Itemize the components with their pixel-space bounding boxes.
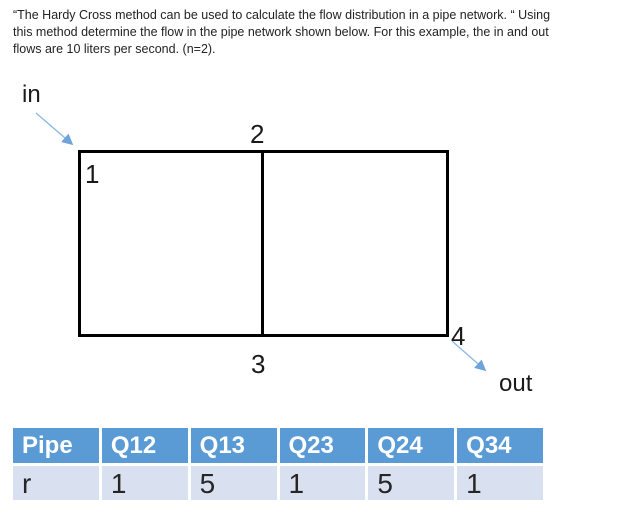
node-label-4: 4 [451,321,466,351]
node-label-2: 2 [250,119,265,149]
table-header-q24: Q24 [368,428,455,463]
problem-text-line-1: “The Hardy Cross method can be used to c… [13,8,551,22]
table-header-q23: Q23 [279,428,366,463]
outflow-label: out [499,370,533,397]
node-label-3: 3 [251,349,266,379]
table-header-q13: Q13 [190,428,277,463]
table-cell-r-q12: 1 [101,466,188,500]
table-header-pipe: Pipe [13,428,99,463]
table-cell-r-q23: 1 [279,466,366,500]
table-header-q34: Q34 [457,428,543,463]
problem-text-line-2: this method determine the flow in the pi… [13,25,549,39]
table-cell-r-q34: 1 [457,466,543,500]
inflow-arrow-icon [35,112,74,146]
pipe-network-drawing [35,112,487,372]
table-cell-r-label: r [13,466,99,500]
problem-statement: “The Hardy Cross method can be used to c… [13,7,619,58]
table-header-q12: Q12 [101,428,188,463]
problem-text-line-3: flows are 10 liters per second. (n=2). [13,42,216,56]
table-cell-r-q13: 5 [190,466,277,500]
node-label-1: 1 [85,159,100,189]
outflow-arrow-icon [451,340,487,372]
pipe-network-diagram: in 1 2 3 4 out [0,75,626,420]
table-cell-r-q24: 5 [368,466,455,500]
pipe-resistance-table: Pipe Q12 Q13 Q23 Q24 Q34 r 1 5 1 5 1 [13,428,543,500]
inflow-label: in [22,81,41,108]
